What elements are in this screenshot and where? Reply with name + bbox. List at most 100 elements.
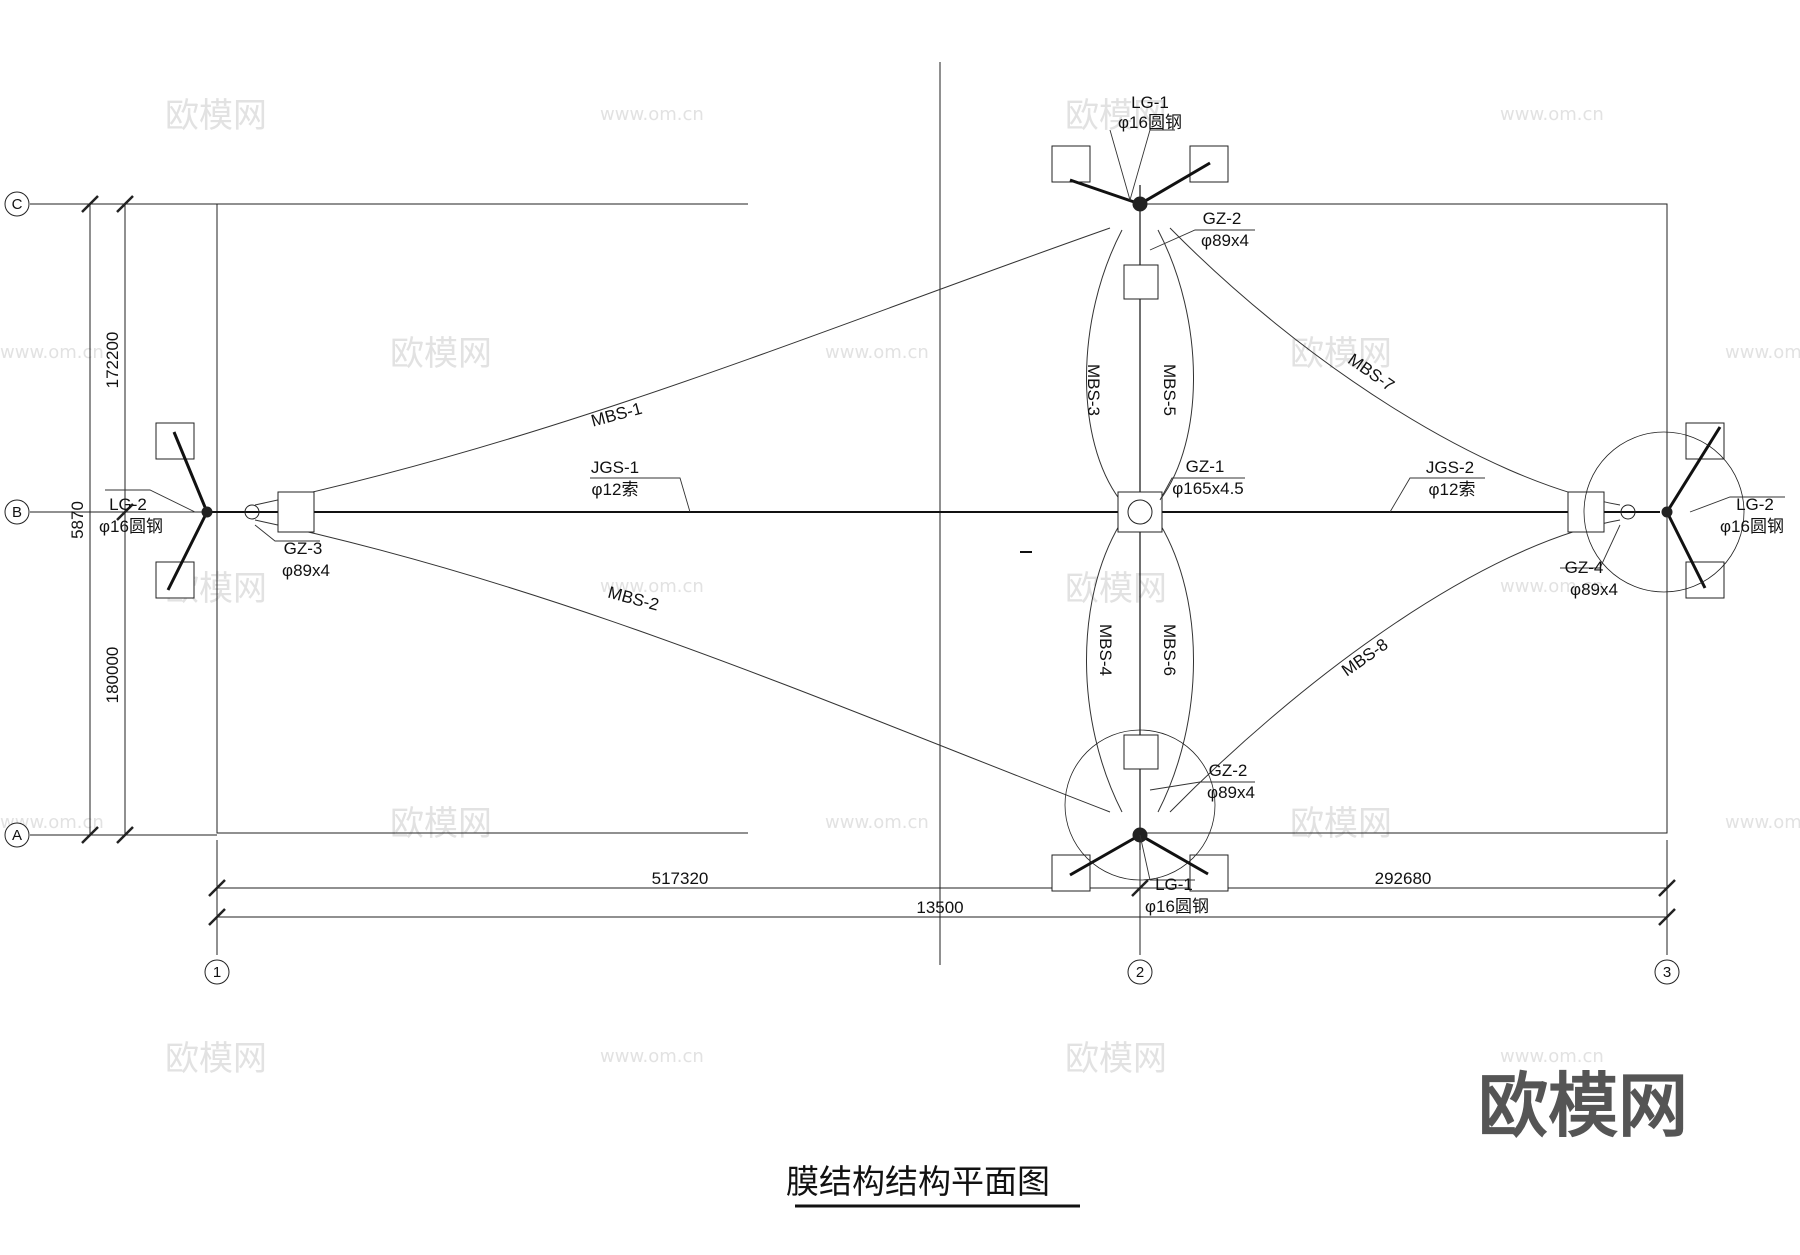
label-mbs-5: MBS-5 xyxy=(1160,364,1179,416)
axis-label-c: C xyxy=(12,196,23,213)
anchor-plate-right-bottom xyxy=(1685,561,1725,599)
node-top xyxy=(1132,196,1148,212)
watermark-brand: 欧模网 xyxy=(1065,1039,1167,1079)
column-base-gz2-top xyxy=(1123,264,1159,300)
tie-rod-lg1-bottom-right xyxy=(1139,833,1209,876)
dimension-labels: 172200 5870 180000 517320 292680 13500 xyxy=(68,332,1431,917)
anchor-plate-bottom-right xyxy=(1189,854,1229,892)
drawing-title: 膜结构结构平面图 xyxy=(786,1162,1050,1201)
anchor-plate-top-left xyxy=(1051,145,1091,183)
label-lg2-right-spec: φ16圆钢 xyxy=(1720,517,1784,536)
column-base-gz2-bottom xyxy=(1123,734,1159,770)
label-gz4-spec: φ89x4 xyxy=(1570,580,1618,599)
axis-bubbles xyxy=(4,191,1680,985)
label-gz3-code: GZ-3 xyxy=(284,539,323,558)
watermark-brand: 欧模网 xyxy=(390,334,492,374)
axis-bubble-labels: C B A 1 2 3 xyxy=(12,196,1672,981)
watermark-site: www.om.cn xyxy=(1725,342,1800,363)
label-gz1-code: GZ-1 xyxy=(1186,457,1225,476)
label-jgs2-spec: φ12索 xyxy=(1429,480,1476,499)
label-gz2-bottom-spec: φ89x4 xyxy=(1207,783,1255,802)
component-labels: LG-1 φ16圆钢 GZ-2 φ89x4 GZ-1 φ165x4.5 JGS-… xyxy=(99,93,1784,916)
leader-gz4 xyxy=(1560,524,1621,569)
tie-rod-lg1-top-left xyxy=(1069,178,1141,206)
brand-watermark: 欧模网 xyxy=(1478,1065,1688,1147)
watermark-brand: 欧模网 xyxy=(165,96,267,136)
cable-mbs-6 xyxy=(1157,523,1194,813)
label-lg2-right-code: LG-2 xyxy=(1736,495,1774,514)
outline-layer xyxy=(216,62,1668,965)
axis-lines xyxy=(30,203,1668,955)
watermark-site: www.om.cn xyxy=(600,576,704,597)
watermark-layer: 欧模网 www.om.cn 欧模网 www.om.cn www.om.cn 欧模… xyxy=(0,96,1800,1079)
leader-jgs1 xyxy=(590,477,691,513)
column-base-gz3 xyxy=(277,491,315,533)
label-mbs-1: MBS-1 xyxy=(589,399,644,431)
label-lg1-bottom-code: LG-1 xyxy=(1155,875,1193,894)
tie-rods xyxy=(166,161,1722,877)
label-jgs1-code: JGS-1 xyxy=(591,458,639,477)
leader-lg1-top xyxy=(1109,129,1175,202)
cable-mbs-1 xyxy=(254,227,1111,506)
watermark-site: www.om.cn xyxy=(825,812,929,833)
label-gz4-code: GZ-4 xyxy=(1565,558,1604,577)
watermark-brand: 欧模网 xyxy=(1290,334,1392,374)
fitting-right xyxy=(1620,504,1636,520)
node-left xyxy=(201,506,213,518)
watermark-site: www.om.cn xyxy=(0,342,104,363)
cable-labels: MBS-1 MBS-2 MBS-3 MBS-5 MBS-4 MBS-6 MBS-… xyxy=(589,350,1398,680)
cable-mbs-8 xyxy=(1169,519,1621,813)
axis-label-a: A xyxy=(12,827,22,844)
cable-mbs-7 xyxy=(1169,227,1621,506)
dim-left-top: 172200 xyxy=(103,332,122,389)
axis-label-1: 1 xyxy=(213,964,221,981)
detail-circle-right xyxy=(1583,431,1745,593)
watermark-brand: 欧模网 xyxy=(165,1039,267,1079)
cable-mbs-2 xyxy=(254,519,1111,813)
tie-rod-lg2-left-bottom xyxy=(166,511,209,591)
axis-bubble-b xyxy=(4,499,30,525)
dim-left-total: 5870 xyxy=(68,501,87,539)
label-jgs2-code: JGS-2 xyxy=(1426,458,1474,477)
fitting-left xyxy=(244,504,260,520)
axis-bubble-2 xyxy=(1127,959,1153,985)
dim-bottom-right: 292680 xyxy=(1375,869,1432,888)
tie-rod-lg1-top-right xyxy=(1139,161,1211,206)
label-gz2-top-spec: φ89x4 xyxy=(1201,231,1249,250)
membrane-cables xyxy=(254,227,1621,813)
tie-rod-lg2-right-top xyxy=(1665,426,1722,513)
axis-bubble-c xyxy=(4,191,30,217)
cable-mbs-3 xyxy=(1086,229,1123,501)
watermark-site: www.om.cn xyxy=(1500,104,1604,125)
label-lg1-top-code: LG-1 xyxy=(1131,93,1169,112)
right-outline xyxy=(1140,203,1668,834)
axis-label-3: 3 xyxy=(1663,964,1671,981)
leader-jgs2 xyxy=(1389,477,1485,513)
axis-bubble-a xyxy=(4,822,30,848)
watermark-site: www.om.cn xyxy=(1500,576,1604,597)
dim-left-bottom: 180000 xyxy=(103,647,122,704)
tie-rod-lg1-bottom-left xyxy=(1069,833,1141,877)
watermark-brand: 欧模网 xyxy=(1065,569,1167,609)
leader-gz2-bottom xyxy=(1149,781,1255,791)
node-fittings xyxy=(201,196,1745,881)
watermark-site: www.om.cn xyxy=(1500,1046,1604,1067)
leader-lines xyxy=(105,129,1785,881)
column-base-gz4 xyxy=(1567,491,1605,533)
label-mbs-4: MBS-4 xyxy=(1096,624,1115,676)
axis-bubble-3 xyxy=(1654,959,1680,985)
ridge-cables xyxy=(205,185,1660,850)
tie-rod-lg2-left-top xyxy=(172,431,209,513)
cable-mbs-5 xyxy=(1157,229,1194,501)
label-gz2-bottom-code: GZ-2 xyxy=(1209,761,1248,780)
dim-bottom-total: 13500 xyxy=(916,898,963,917)
axis-bubble-1 xyxy=(204,959,230,985)
label-gz2-top-code: GZ-2 xyxy=(1203,209,1242,228)
label-lg2-left-spec: φ16圆钢 xyxy=(99,517,163,536)
label-lg1-bottom-spec: φ16圆钢 xyxy=(1145,897,1209,916)
left-outline xyxy=(216,203,748,834)
label-gz1-spec: φ165x4.5 xyxy=(1172,479,1244,498)
dim-bottom-left: 517320 xyxy=(652,869,709,888)
watermark-site: www.om.cn xyxy=(825,342,929,363)
